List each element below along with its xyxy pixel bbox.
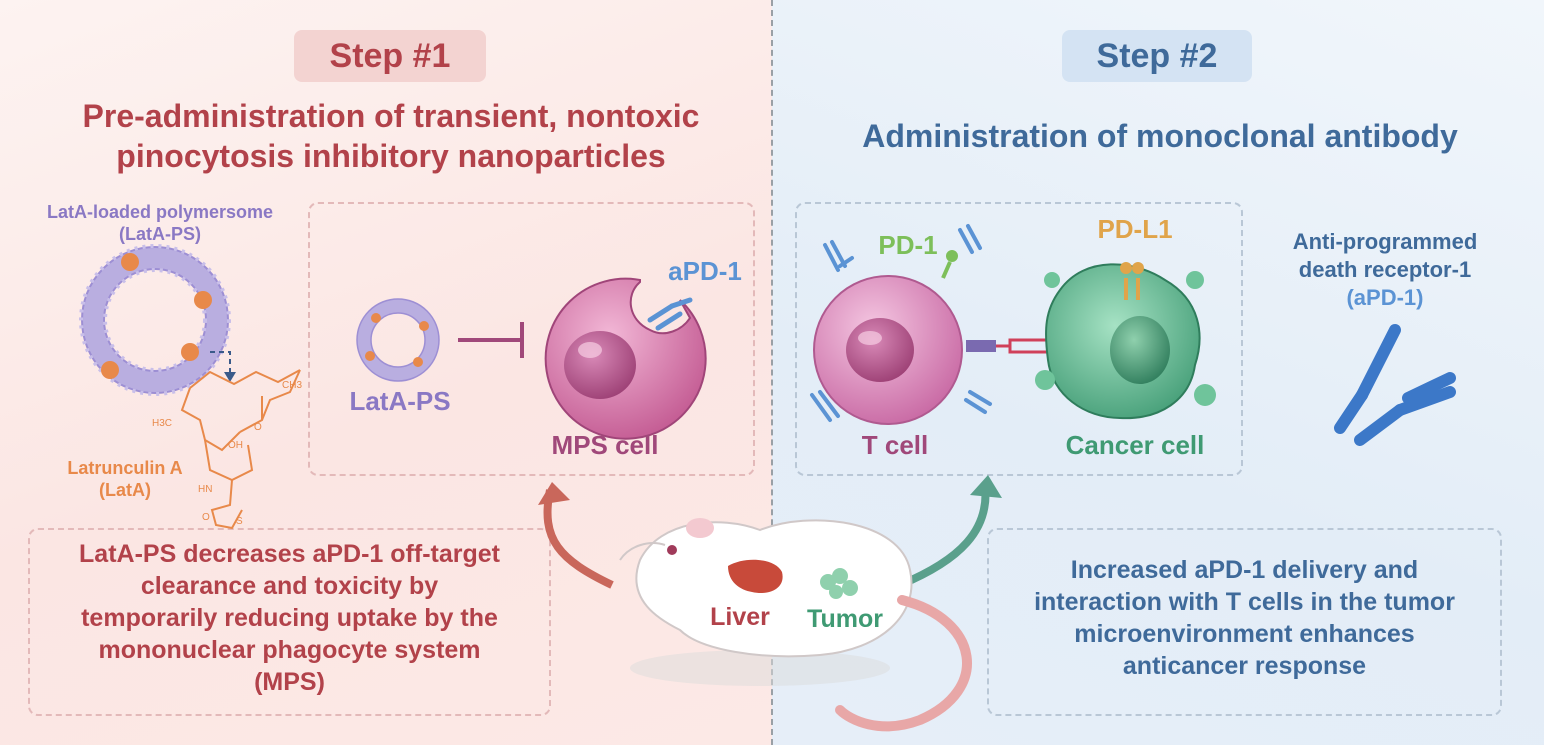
antibody-label: Anti-programmed death receptor-1 (aPD-1) [1250, 228, 1520, 312]
latrunculin-label-line2: (LatA) [99, 479, 151, 500]
latrunculin-label: Latrunculin A (LatA) [40, 458, 210, 501]
arrow-to-tumor [898, 484, 990, 589]
step2-badge: Step #2 [1062, 30, 1252, 82]
chem-ch3-top: CH3 [282, 380, 303, 391]
tcell-cancer-box [795, 202, 1243, 476]
step1-badge: Step #1 [294, 30, 486, 82]
step2-summary-line: interaction with T cells in the tumor [1034, 588, 1455, 616]
step1-summary-line: mononuclear phagocyte system [98, 636, 481, 664]
t-cell [813, 250, 963, 425]
step2-summary-line: microenvironment enhances [1074, 620, 1415, 648]
chem-h3c-left: H3C [152, 418, 173, 429]
polymersome-label: LatA-loaded polymersome (LatA-PS) [10, 202, 310, 245]
latA-polymersome-small [356, 298, 440, 382]
step1-summary: LatA-PS decreases aPD-1 off-target clear… [28, 538, 551, 698]
latps-label: LatA-PS [349, 386, 451, 416]
antibody-icons-around-tcell [810, 224, 992, 422]
polymersome-label-line1: LatA-loaded polymersome [46, 202, 274, 222]
panel-divider [771, 0, 773, 745]
step1-heading-line2: pinocytosis inhibitory nanoparticles [116, 138, 666, 174]
chem-hn: HN [198, 484, 213, 495]
tcell-label: T cell [861, 430, 929, 460]
cancer-cell-label: Cancer cell [1065, 430, 1205, 460]
step2-summary-line: Increased aPD-1 delivery and [1070, 556, 1419, 584]
pd1-pdl1-binding [966, 338, 1052, 354]
mps-cell [544, 277, 707, 440]
tumor-label: Tumor [807, 605, 883, 633]
latA-polymersome-large [79, 244, 236, 396]
step1-summary-line: clearance and toxicity by [140, 572, 439, 600]
pd1-label: PD-1 [878, 230, 938, 260]
mps-cell-label: MPS cell [551, 430, 659, 460]
antibody-large [1334, 324, 1456, 446]
apd1-label: aPD-1 [668, 256, 742, 286]
step2-summary: Increased aPD-1 delivery and interaction… [987, 554, 1502, 682]
antibody-label-line2: death receptor-1 [1298, 257, 1472, 282]
step1-summary-line: temporarily reducing uptake by the [81, 604, 498, 632]
arrow-to-mps [543, 489, 614, 589]
cancer-cell [1035, 262, 1216, 420]
polymersome-label-line2: (LatA-PS) [119, 223, 201, 244]
chem-oh: OH [228, 440, 243, 451]
liver-label: Liver [710, 603, 770, 631]
latrunculin-structure [180, 369, 301, 530]
step1-summary-line: LatA-PS decreases aPD-1 off-target [79, 540, 500, 568]
step1-heading-line1: Pre-administration of transient, nontoxi… [82, 98, 700, 134]
latrunculin-label-line1: Latrunculin A [67, 458, 183, 478]
step2-heading: Administration of monoclonal antibody [862, 118, 1458, 154]
chem-s: S [236, 516, 243, 527]
step1-summary-line: (MPS) [254, 668, 325, 696]
step1-heading: Pre-administration of transient, nontoxi… [20, 96, 762, 176]
chem-o-ring: O [202, 512, 210, 523]
step2-summary-box [987, 528, 1502, 716]
pdl1-label: PD-L1 [1097, 214, 1173, 244]
step2-summary-line: anticancer response [1122, 652, 1367, 680]
step1-summary-box [28, 528, 551, 716]
antibody-label-line1: Anti-programmed [1292, 229, 1478, 254]
antibody-label-line3: (aPD-1) [1346, 285, 1424, 310]
inhibition-arrow [458, 322, 524, 358]
mps-inhibition-box [308, 202, 755, 476]
antibody-icon [647, 297, 693, 331]
mouse-illustration [619, 518, 972, 732]
chem-o-carbonyl: O [254, 422, 262, 433]
